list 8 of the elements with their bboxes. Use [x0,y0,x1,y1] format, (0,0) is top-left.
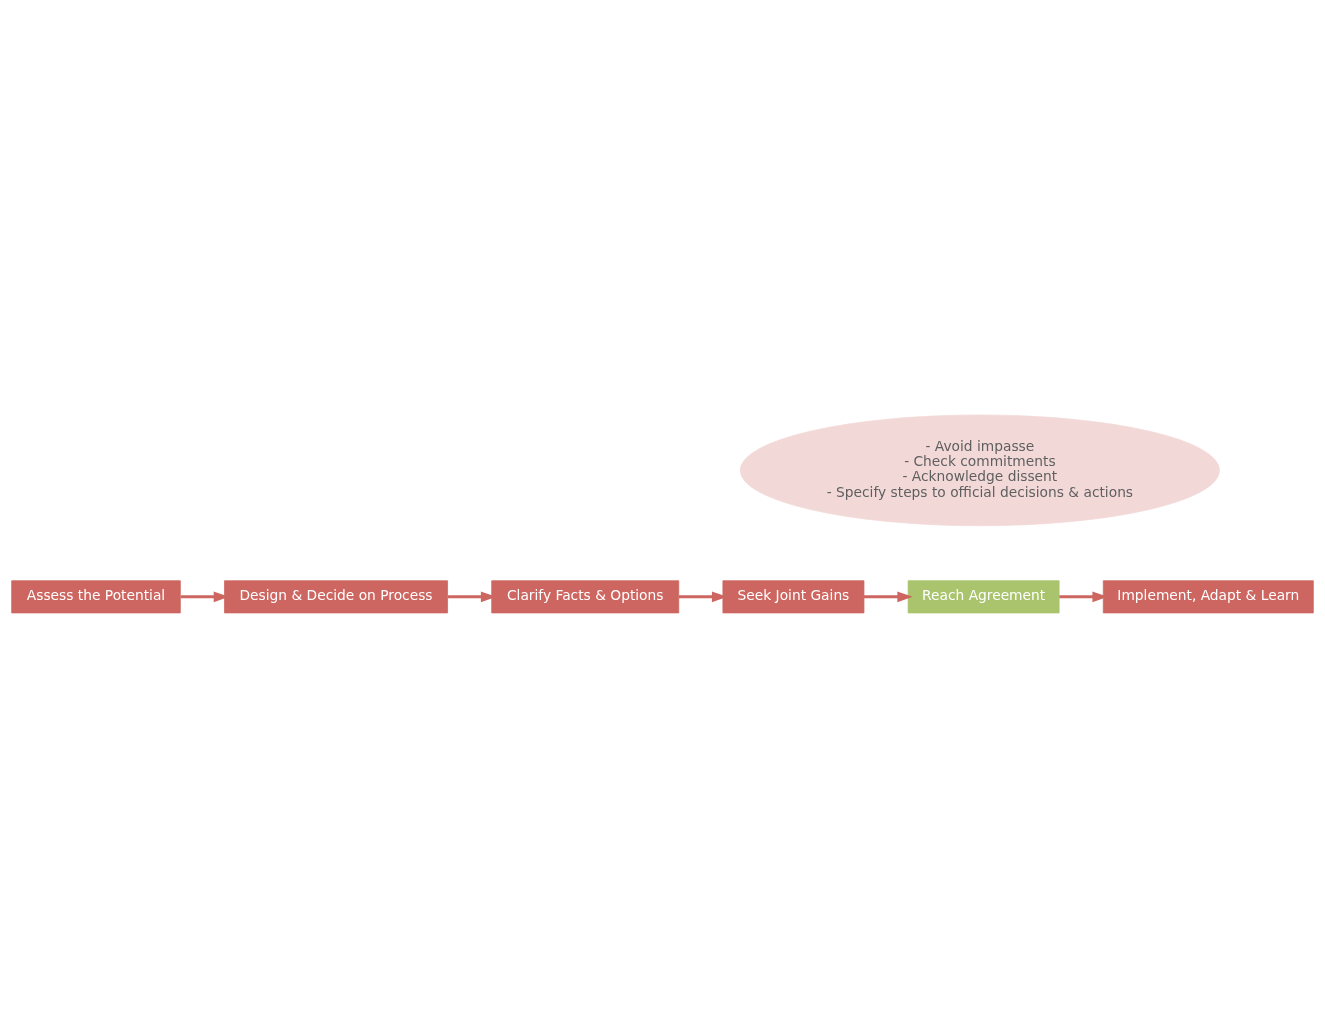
node-box: Clarify Facts & Options [491,580,680,614]
node-box: Implement, Adapt & Learn [1102,580,1314,614]
node-box: Seek Joint Gains [722,580,865,614]
node-box: Assess the Potential [11,580,181,614]
node-ellipse: - Avoid impasse - Check commitments - Acknowledge dissent - Specify steps to official decisions & actions [739,414,1220,527]
node-box: Design & Decide on Process [224,580,448,614]
arrow [864,591,913,603]
node-box: Reach Agreement [907,580,1060,614]
